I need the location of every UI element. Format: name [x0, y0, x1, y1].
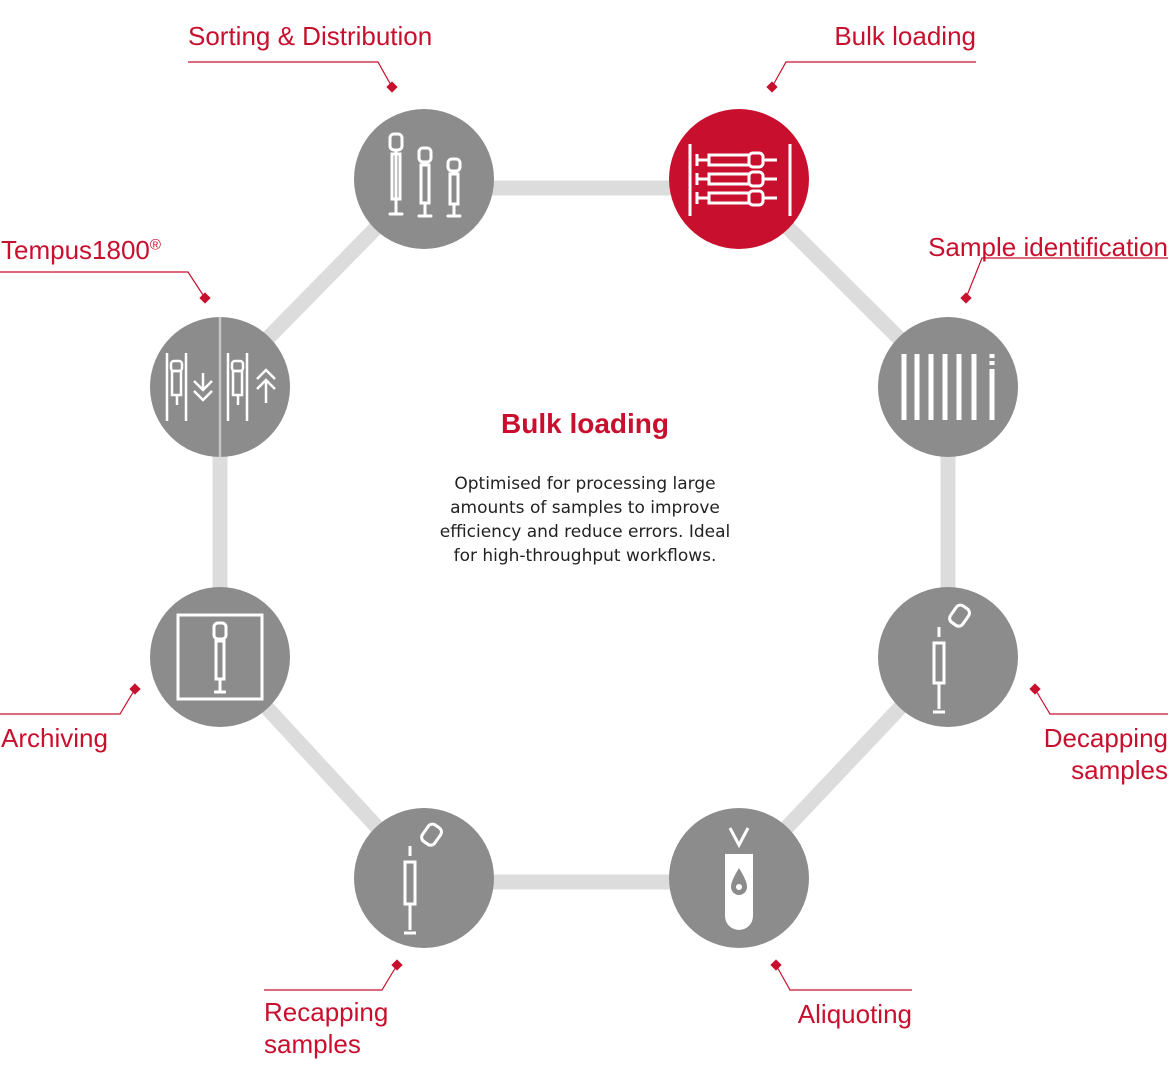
node-circle	[354, 109, 494, 249]
tubes-sorting-icon	[388, 132, 462, 218]
detail-title: Bulk loading	[501, 408, 669, 439]
registered-mark: ®	[149, 236, 161, 254]
barcode-icon	[901, 354, 995, 420]
node-sorting-distribution[interactable]	[354, 109, 494, 249]
tempus-transfer-icon	[165, 317, 276, 457]
node-archiving[interactable]	[150, 587, 290, 727]
leader-decapping	[1034, 688, 1168, 715]
decap-tube-icon	[932, 603, 971, 714]
recap-tube-icon	[403, 822, 443, 935]
label-sorting-distribution[interactable]: Sorting & Distribution	[188, 21, 433, 51]
label-text: Tempus1800	[1, 235, 150, 265]
label-line: samples	[1071, 755, 1168, 785]
label-archiving[interactable]: Archiving	[1, 723, 108, 753]
marker-tempus	[199, 292, 211, 304]
label-recapping-samples[interactable]: Recapping samples	[264, 996, 388, 1060]
label-aliquoting[interactable]: Aliquoting	[797, 999, 912, 1029]
node-sample-identification[interactable]	[878, 317, 1018, 457]
marker-bulk	[766, 81, 778, 93]
node-circle	[150, 587, 290, 727]
detail-description: Optimised for processing large amounts o…	[439, 474, 731, 566]
label-bulk-loading[interactable]: Bulk loading	[834, 21, 976, 51]
marker-recapping	[391, 959, 403, 971]
aliquot-tube-icon	[725, 827, 753, 930]
node-bulk-loading[interactable]	[669, 109, 809, 249]
leader-identification	[965, 257, 1168, 299]
marker-archiving	[129, 683, 141, 695]
leader-bulk	[771, 61, 976, 88]
node-circle	[878, 587, 1018, 727]
marker-identification	[960, 292, 972, 304]
node-decapping-samples[interactable]	[878, 587, 1018, 727]
label-leaders	[0, 61, 1168, 991]
leader-markers	[129, 81, 1041, 971]
leader-aliquoting	[775, 964, 912, 991]
node-aliquoting[interactable]	[669, 808, 809, 948]
node-recapping-samples[interactable]	[354, 808, 494, 948]
node-circle	[669, 109, 809, 249]
leader-sorting	[188, 61, 393, 88]
marker-aliquoting	[770, 959, 782, 971]
node-tempus1800[interactable]	[150, 317, 290, 457]
label-line: samples	[264, 1029, 361, 1059]
marker-decapping	[1029, 683, 1041, 695]
leader-archiving	[0, 688, 136, 715]
leader-recapping	[264, 964, 398, 991]
node-circle	[878, 317, 1018, 457]
leader-tempus	[0, 271, 206, 299]
label-tempus1800[interactable]: Tempus1800®	[1, 234, 161, 266]
node-circle	[354, 808, 494, 948]
marker-sorting	[386, 81, 398, 93]
archive-tube-icon	[176, 613, 264, 701]
label-line: Decapping	[1043, 723, 1168, 753]
tube-rack-icon	[688, 144, 792, 216]
label-sample-identification[interactable]: Sample identification	[928, 232, 1168, 262]
label-line: Recapping	[264, 997, 389, 1027]
label-decapping-samples[interactable]: Decapping samples	[1044, 722, 1168, 786]
